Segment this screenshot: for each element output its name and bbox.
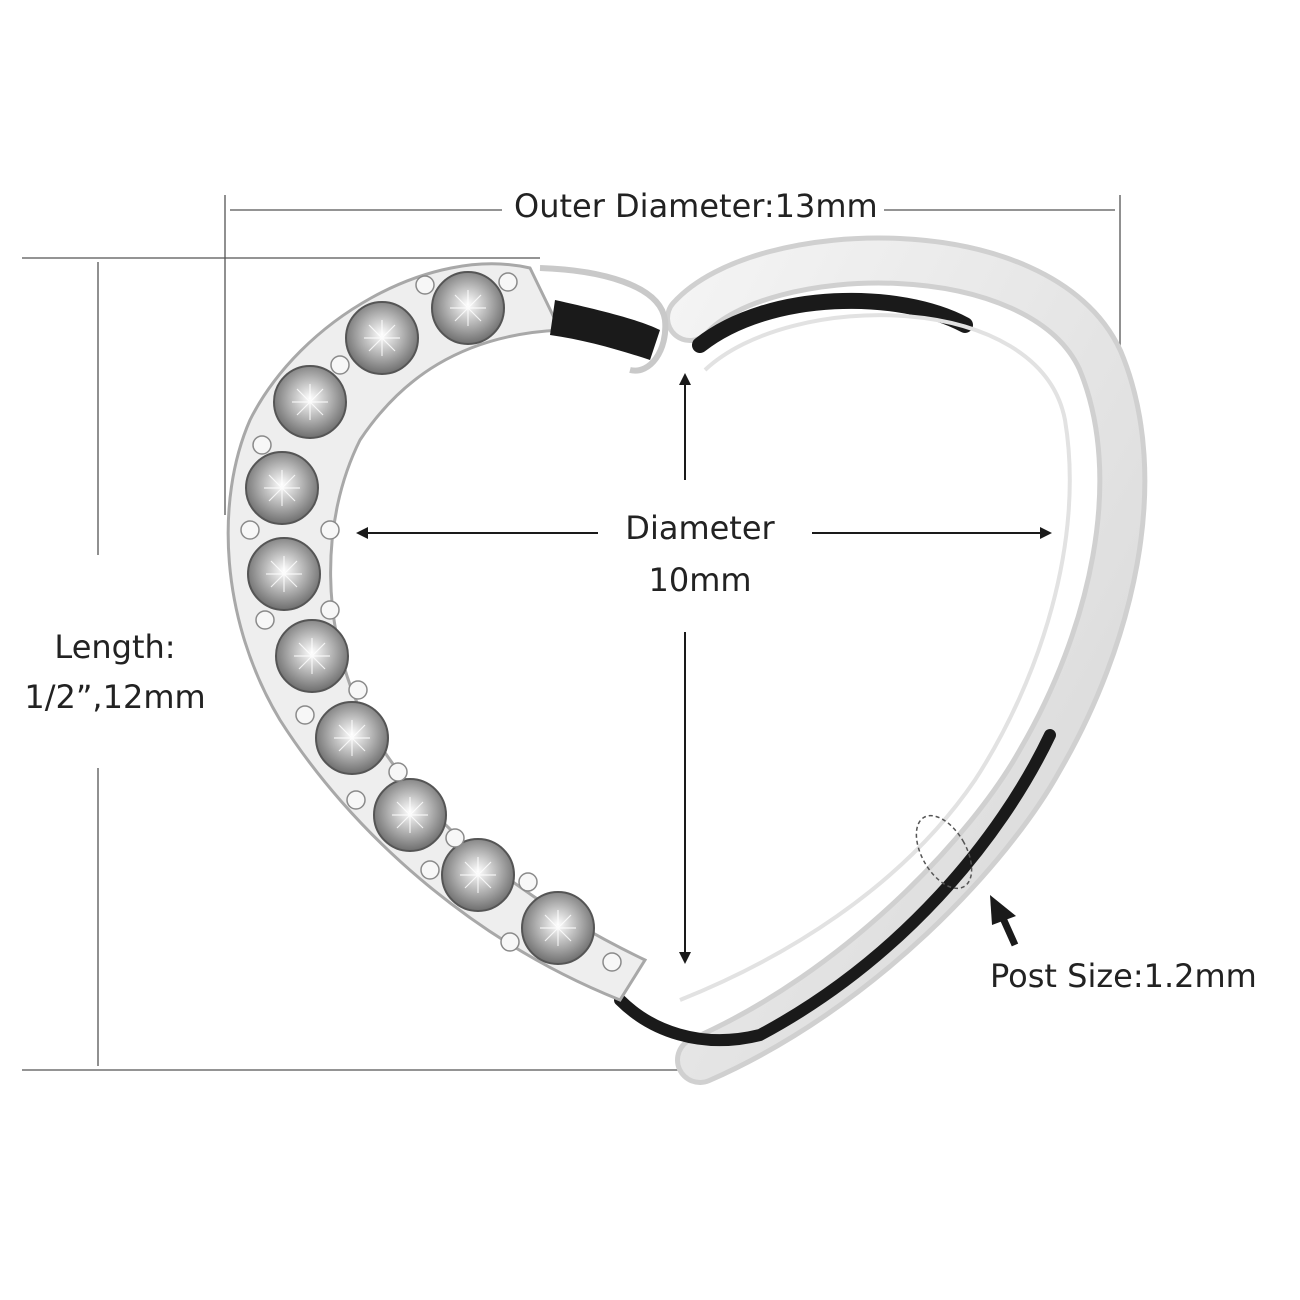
stone-prongs [240,272,622,972]
prong [388,762,408,782]
band-inner-edge [679,313,1072,1002]
post-size-arrow [990,895,1019,947]
post-size-marker [915,814,973,890]
stone-facet [540,910,576,946]
jeweled-end-shine [550,300,660,360]
stone-facet [266,556,302,592]
post-arrow-shaft [998,914,1019,947]
post-arrow-head [990,895,1016,925]
band-surface [670,240,1143,1080]
diameter-value: 10mm [648,561,752,599]
band-shadow-top [692,292,973,353]
stone-facets [264,290,576,946]
stone-facet [334,720,370,756]
prong [240,520,260,540]
length-label-block: Length: 1/2”,12mm [20,622,210,722]
length-value: 1/2”,12mm [24,678,206,716]
outer-diameter-label: Outer Diameter:13mm [508,190,884,222]
prong [320,600,340,620]
jeweled-end-cap [539,265,669,374]
prong [252,435,272,455]
prong [518,872,538,892]
stone-facet [364,320,400,356]
diameter-label-block: Diameter 10mm [598,502,802,606]
prong [330,355,350,375]
prong [498,272,518,292]
prong [420,860,440,880]
prong [500,932,520,952]
measurement-arrows [356,373,1052,964]
post-size-label: Post Size:1.2mm [986,960,1261,992]
prong [415,275,435,295]
prong [346,790,366,810]
prong [295,705,315,725]
length-label: Length: [54,628,176,666]
prong [602,952,622,972]
stone-facet [264,470,300,506]
heart-band [614,235,1148,1085]
prong [320,520,340,540]
stone-facet [292,384,328,420]
jeweled-setting [226,262,648,1002]
stone-facet [294,638,330,674]
diameter-label: Diameter [625,509,775,547]
stone-facet [460,857,496,893]
prong [445,828,465,848]
prong [348,680,368,700]
jeweled-side [226,262,669,1002]
band-shadow-bottom [614,729,1056,1047]
stone-facet [392,797,428,833]
stone-facet [450,290,486,326]
prong [255,610,275,630]
